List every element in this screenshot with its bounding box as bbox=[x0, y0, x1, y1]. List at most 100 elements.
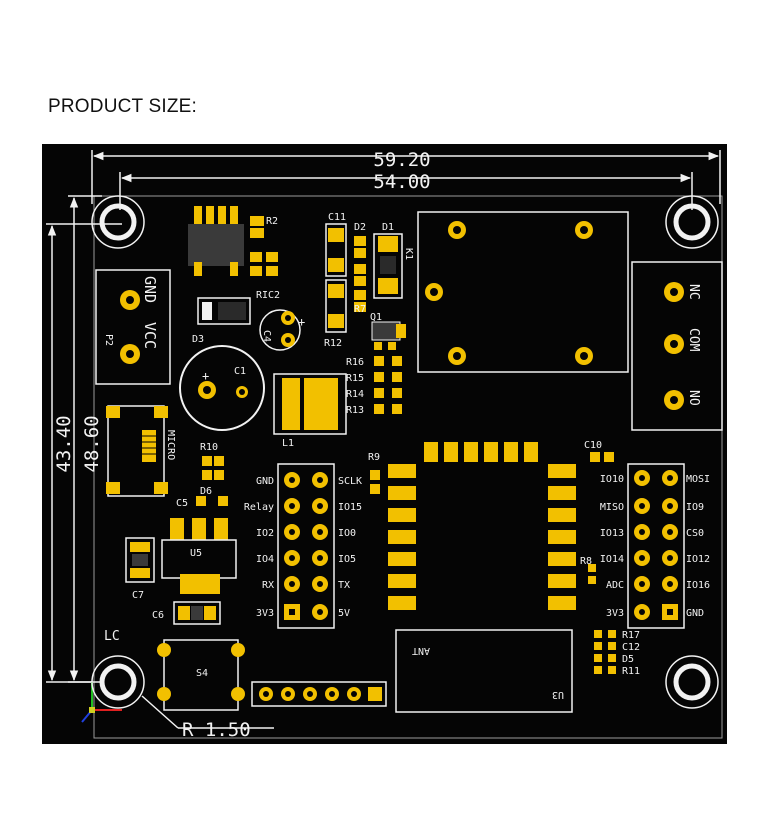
pcb-board: 59.20 54.00 43.40 48.60 R 1.50 P2 GND VC… bbox=[42, 144, 727, 744]
capacitor-c11: C11 bbox=[325, 212, 347, 277]
switch-s4: S4 bbox=[157, 639, 245, 711]
label-r12: R12 bbox=[324, 338, 342, 349]
pin-label: GND bbox=[686, 608, 704, 619]
diode-d2: D2 bbox=[354, 222, 366, 286]
label-gnd: GND bbox=[141, 276, 159, 303]
resistor-array-right: R17 C12 D5 R11 bbox=[594, 630, 640, 677]
resistor-array: R16 R15 R14 R13 bbox=[346, 356, 402, 416]
label-c1: C1 bbox=[234, 366, 246, 377]
bottom-pin-header bbox=[251, 681, 387, 707]
pin-label: IO4 bbox=[256, 554, 274, 565]
label-q1: Q1 bbox=[370, 312, 382, 323]
resistor-r10: R10 bbox=[200, 442, 224, 480]
capacitor-c4: + C4 bbox=[259, 309, 305, 351]
polarity-plus: + bbox=[202, 369, 209, 383]
pin-label: ADC bbox=[606, 580, 624, 591]
pin-label: MOSI bbox=[686, 474, 710, 485]
relay bbox=[417, 211, 629, 373]
diode-d3: D3 bbox=[192, 297, 251, 345]
label-l1: L1 bbox=[282, 438, 294, 449]
label-c11: C11 bbox=[328, 212, 346, 223]
pin-label: MISO bbox=[600, 502, 624, 513]
pin-label: CS0 bbox=[686, 528, 704, 539]
label-ric2: RIC2 bbox=[256, 290, 280, 301]
label-c10: C10 bbox=[584, 440, 602, 451]
label-r2: R2 bbox=[266, 216, 278, 227]
pin-label: RX bbox=[262, 580, 274, 591]
label-u3: U3 bbox=[552, 689, 564, 700]
pin-label: GND bbox=[256, 476, 274, 487]
label-c12: C12 bbox=[622, 642, 640, 653]
pin-label: IO15 bbox=[338, 502, 362, 513]
label-r16: R16 bbox=[346, 357, 364, 368]
label-r8: R8 bbox=[580, 556, 592, 567]
resistor-r9: R9 bbox=[368, 452, 380, 494]
pin-label: TX bbox=[338, 580, 350, 591]
label-k1: K1 bbox=[403, 248, 414, 260]
pin-label: IO10 bbox=[600, 474, 624, 485]
pin-label: 5V bbox=[338, 608, 350, 619]
label-d2: D2 bbox=[354, 222, 366, 233]
pin-label: IO12 bbox=[686, 554, 710, 565]
regulator-u5: U5 bbox=[161, 518, 237, 594]
label-c7: C7 bbox=[132, 590, 144, 601]
diode-d1: D1 K1 bbox=[373, 222, 414, 299]
dimension-width-outer: 59.20 bbox=[373, 149, 430, 171]
pin-label: Relay bbox=[244, 502, 274, 513]
regulator-ic bbox=[188, 206, 244, 276]
label-r17: R17 bbox=[622, 630, 640, 641]
antenna-u3: ANT U3 bbox=[395, 629, 573, 713]
resistor-r7: R7 bbox=[354, 290, 366, 315]
pin-label: 3V3 bbox=[256, 608, 274, 619]
wifi-module bbox=[388, 442, 576, 610]
hole-radius-label: R 1.50 bbox=[182, 719, 251, 741]
label-r9: R9 bbox=[368, 452, 380, 463]
diode-d6: D6 bbox=[200, 486, 212, 497]
capacitor-c7: C7 bbox=[125, 537, 155, 601]
transistor-q1: Q1 bbox=[370, 312, 406, 350]
capacitor-c5: C5 bbox=[176, 496, 228, 509]
capacitor-c1: + C1 bbox=[179, 345, 265, 431]
label-vcc: VCC bbox=[141, 322, 159, 349]
label-c5: C5 bbox=[176, 498, 188, 509]
label-c6: C6 bbox=[152, 610, 164, 621]
label-no: NO bbox=[686, 390, 701, 406]
label-s4: S4 bbox=[196, 668, 208, 679]
pcb-drawing: 59.20 54.00 43.40 48.60 R 1.50 P2 GND VC… bbox=[46, 149, 723, 741]
dimension-height-inner: 43.40 bbox=[53, 415, 75, 472]
capacitor-c10: C10 bbox=[584, 440, 614, 462]
right-pin-header bbox=[627, 463, 685, 629]
left-pin-header bbox=[277, 463, 335, 629]
label-d6: D6 bbox=[200, 486, 212, 497]
label-c4: C4 bbox=[261, 330, 272, 342]
resistor-r2: R2 bbox=[250, 216, 278, 238]
label-u5: U5 bbox=[190, 548, 202, 559]
label-micro: MICRO bbox=[165, 430, 176, 460]
pin-label: IO0 bbox=[338, 528, 356, 539]
label-d5: D5 bbox=[622, 654, 634, 665]
resistor-r8: R8 bbox=[580, 556, 596, 584]
label-p2: P2 bbox=[103, 334, 114, 346]
pin-label: SCLK bbox=[338, 476, 362, 487]
mounting-hole bbox=[665, 655, 719, 709]
board-outline bbox=[93, 195, 723, 739]
label-r7: R7 bbox=[354, 304, 366, 315]
pin-label: IO5 bbox=[338, 554, 356, 565]
label-ant: ANT bbox=[412, 645, 430, 656]
pin-label: IO14 bbox=[600, 554, 624, 565]
resistor-r12: R12 bbox=[324, 279, 347, 349]
polarity-plus: + bbox=[298, 315, 305, 329]
relay-terminal: NC COM NO bbox=[631, 261, 723, 431]
capacitor-c6: C6 bbox=[152, 601, 221, 625]
mounting-hole bbox=[91, 195, 145, 249]
inductor-l1: L1 bbox=[273, 373, 347, 449]
resistor-ric2: RIC2 bbox=[250, 252, 280, 301]
label-nc: NC bbox=[686, 284, 701, 300]
label-d3: D3 bbox=[192, 334, 204, 345]
origin-axis-icon bbox=[81, 682, 122, 723]
micro-usb-connector: MICRO bbox=[106, 405, 176, 497]
dimension-height-outer: 48.60 bbox=[81, 415, 103, 472]
label-d1: D1 bbox=[382, 222, 394, 233]
label-r11: R11 bbox=[622, 666, 640, 677]
page-title: PRODUCT SIZE: bbox=[48, 96, 197, 117]
